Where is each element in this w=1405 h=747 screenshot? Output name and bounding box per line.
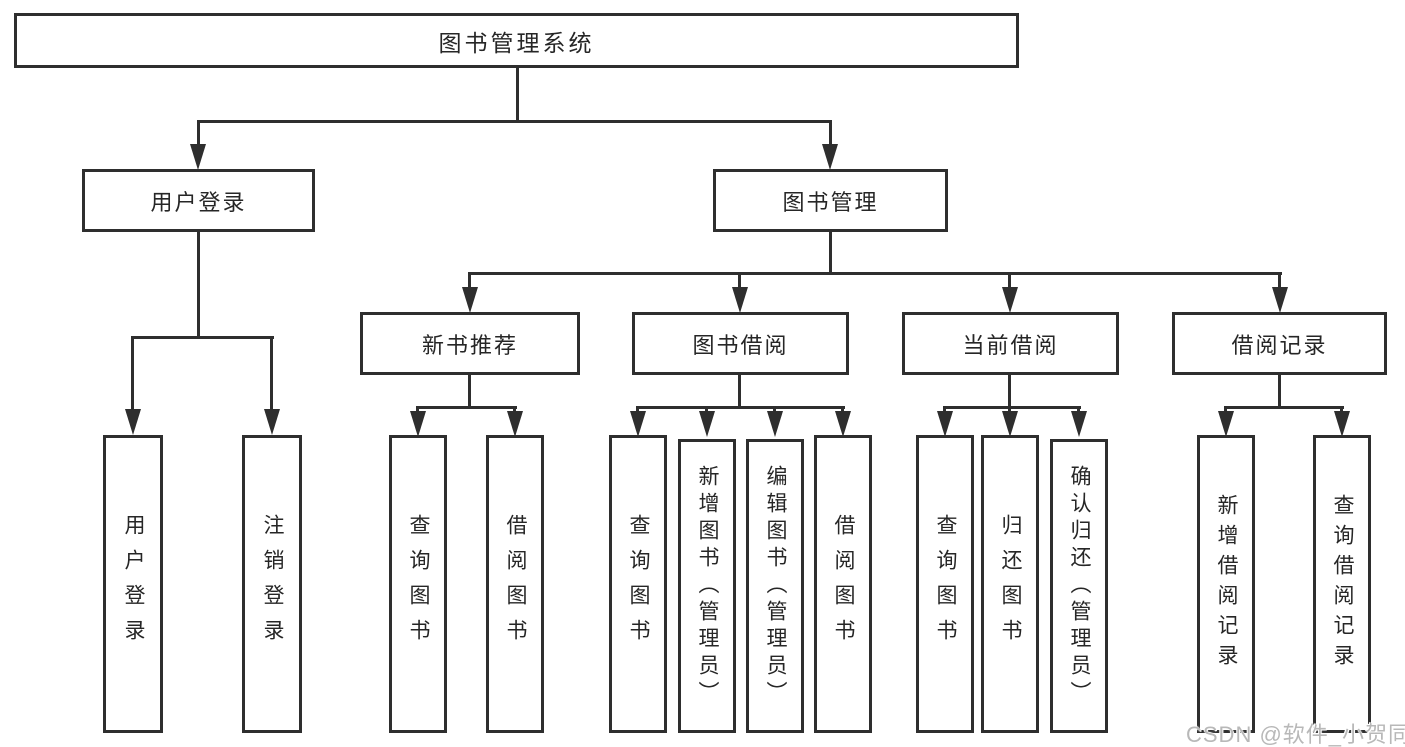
leaf-query-books-current: 查询图书 xyxy=(916,435,974,733)
connector-line xyxy=(416,406,419,414)
arrowhead-down-icon xyxy=(1071,411,1087,437)
leaf-query-books-borrow: 查询图书 xyxy=(609,435,667,733)
arrowhead-down-icon xyxy=(1218,411,1234,437)
connector-line xyxy=(738,375,741,408)
connector-line xyxy=(773,406,776,414)
connector-line xyxy=(1278,375,1281,408)
leaf-query-borrow-record: 查询借阅记录 xyxy=(1313,435,1371,733)
node-new-book-recommendation: 新书推荐 xyxy=(360,312,580,375)
connector-line xyxy=(1278,272,1281,289)
connector-line xyxy=(513,406,516,414)
connector-line xyxy=(1224,406,1344,409)
arrowhead-down-icon xyxy=(1002,411,1018,437)
connector-line xyxy=(1340,406,1343,414)
arrowhead-down-icon xyxy=(264,409,280,435)
connector-line xyxy=(1224,406,1227,414)
csdn-watermark: CSDN @软件_小贺同学 xyxy=(1186,722,1405,747)
connector-line xyxy=(197,120,832,123)
node-current-borrowing: 当前借阅 xyxy=(902,312,1119,375)
arrowhead-down-icon xyxy=(190,144,206,170)
connector-line xyxy=(468,375,471,408)
node-book-management: 图书管理 xyxy=(713,169,948,232)
node-user-login: 用户登录 xyxy=(82,169,315,232)
leaf-logout: 注销登录 xyxy=(242,435,302,733)
leaf-user-login: 用户登录 xyxy=(103,435,163,733)
node-book-borrowing: 图书借阅 xyxy=(632,312,849,375)
connector-line xyxy=(131,336,274,339)
leaf-confirm-return-admin: 确认归还（管理员） xyxy=(1050,439,1108,733)
leaf-add-book-admin: 新增图书（管理员） xyxy=(678,439,736,733)
leaf-borrow-books-recommend: 借阅图书 xyxy=(486,435,544,733)
connector-line xyxy=(943,406,946,414)
connector-line xyxy=(468,272,1282,275)
connector-line xyxy=(197,232,200,338)
connector-line xyxy=(636,406,639,414)
connector-line xyxy=(829,120,832,148)
leaf-edit-book-admin: 编辑图书（管理员） xyxy=(746,439,804,733)
arrowhead-down-icon xyxy=(1002,287,1018,313)
connector-line xyxy=(636,406,845,409)
node-borrowing-records: 借阅记录 xyxy=(1172,312,1387,375)
leaf-borrow-books-borrow: 借阅图书 xyxy=(814,435,872,733)
connector-line xyxy=(705,406,708,414)
connector-line xyxy=(1008,406,1011,414)
connector-line xyxy=(270,336,273,411)
connector-line xyxy=(197,120,200,148)
connector-line xyxy=(1008,272,1011,289)
arrowhead-down-icon xyxy=(1334,411,1350,437)
leaf-return-books: 归还图书 xyxy=(981,435,1039,733)
connector-line xyxy=(738,272,741,289)
connector-line xyxy=(1077,406,1080,414)
connector-line xyxy=(841,406,844,414)
arrowhead-down-icon xyxy=(410,411,426,437)
arrowhead-down-icon xyxy=(835,411,851,437)
connector-line xyxy=(416,406,517,409)
connector-line xyxy=(516,68,519,120)
connector-line xyxy=(1008,375,1011,408)
arrowhead-down-icon xyxy=(699,411,715,437)
connector-line xyxy=(131,336,134,411)
node-library-management-system: 图书管理系统 xyxy=(14,13,1019,68)
connector-line xyxy=(468,272,471,289)
arrowhead-down-icon xyxy=(822,144,838,170)
leaf-query-books-recommend: 查询图书 xyxy=(389,435,447,733)
arrowhead-down-icon xyxy=(1272,287,1288,313)
connector-line xyxy=(829,232,832,274)
connector-line xyxy=(943,406,1081,409)
arrowhead-down-icon xyxy=(732,287,748,313)
arrowhead-down-icon xyxy=(630,411,646,437)
arrowhead-down-icon xyxy=(125,409,141,435)
leaf-add-borrow-record: 新增借阅记录 xyxy=(1197,435,1255,733)
arrowhead-down-icon xyxy=(462,287,478,313)
arrowhead-down-icon xyxy=(937,411,953,437)
arrowhead-down-icon xyxy=(507,411,523,437)
arrowhead-down-icon xyxy=(767,411,783,437)
